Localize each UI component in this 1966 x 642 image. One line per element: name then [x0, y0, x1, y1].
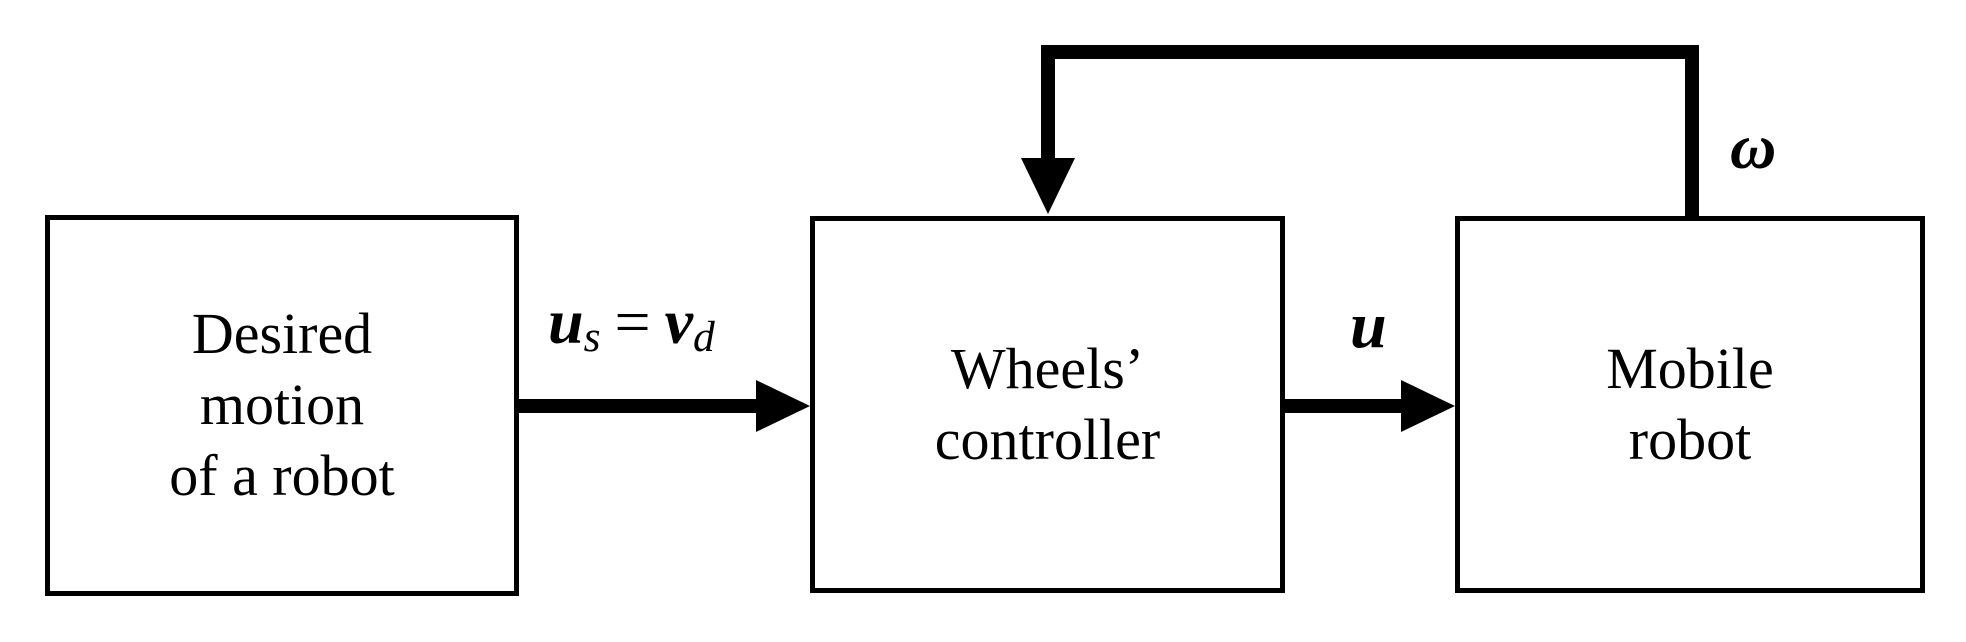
arrow-desired-to-controller-head: [756, 380, 810, 432]
signal-u: u: [1350, 289, 1387, 362]
desired-motion-block: Desired motion of a robot: [45, 215, 519, 596]
desired-motion-label: Desired motion of a robot: [169, 301, 395, 508]
feedback-loop-line: [1041, 45, 1699, 218]
signal-us-equals-vd: us =vd: [548, 285, 715, 362]
wheels-controller-block: Wheels’ controller: [810, 216, 1285, 593]
arrow-controller-to-robot-head: [1401, 380, 1455, 432]
mobile-robot-label: Mobile robot: [1606, 335, 1774, 472]
signal-d-subscript: d: [693, 312, 715, 361]
mobile-robot-block: Mobile robot: [1455, 216, 1925, 593]
signal-u-symbol: u: [548, 286, 584, 357]
signal-v-symbol: v: [664, 286, 694, 357]
signal-s-subscript: s: [583, 312, 601, 361]
signal-omega: ω: [1730, 111, 1777, 182]
feedback-loop-head: [1021, 158, 1075, 214]
equals-sign: =: [614, 286, 651, 357]
wheels-controller-label: Wheels’ controller: [934, 335, 1161, 472]
